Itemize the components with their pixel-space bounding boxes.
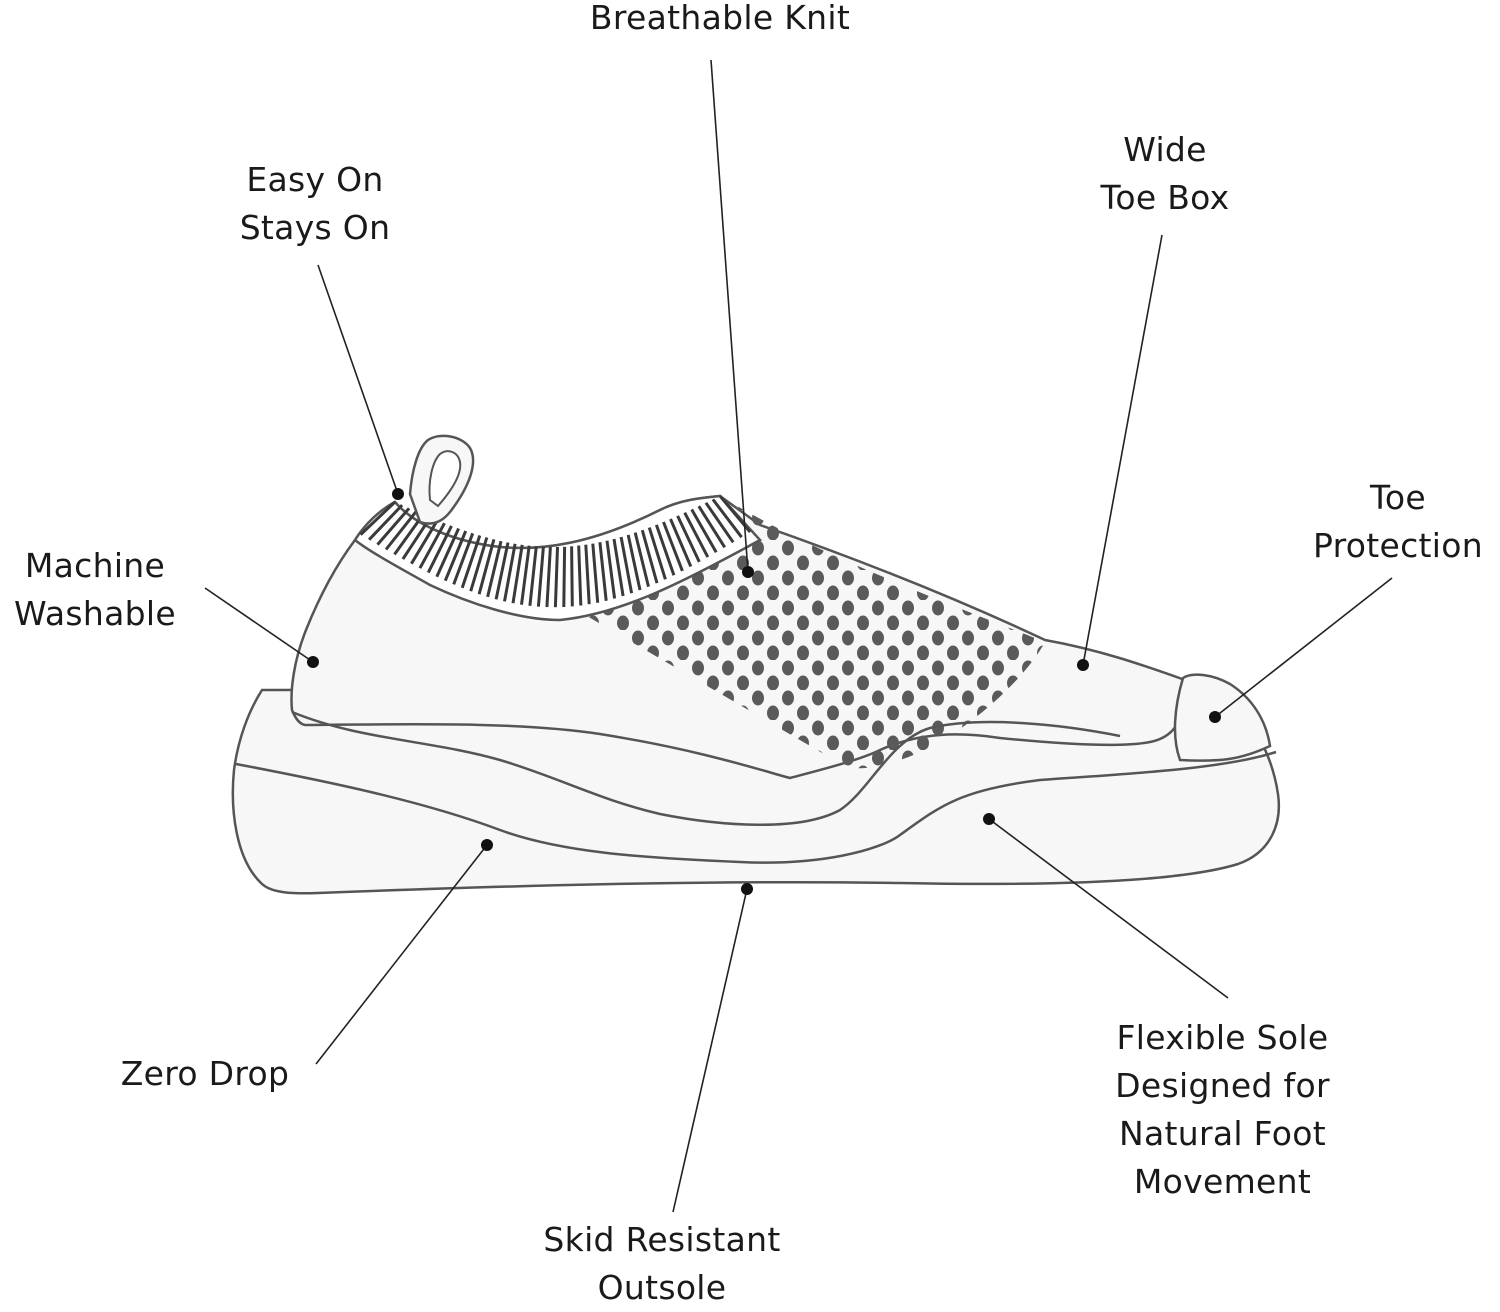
collar-rib [486,540,503,598]
collar-rib [553,546,559,608]
collar-rib [511,544,524,604]
leader-wide-toe-box [1082,234,1163,666]
label-line: Protection [1313,526,1483,565]
collar-rib [536,546,545,607]
heel-pull-tab-loop [428,450,462,508]
leader-flexible-sole [988,818,1229,999]
dot-zero-drop [481,839,493,851]
collar-rib [676,515,701,563]
collar-rib [545,546,552,608]
label-line: Toe [1370,478,1426,517]
collar-rib [669,518,693,568]
label-machine-washable: Machine Washable [0,542,190,638]
collar-rib [662,521,684,572]
collar-rib [410,519,439,565]
label-line: Toe Box [1100,178,1230,217]
collar-rib [359,500,397,536]
dot-breathable-knit [742,566,754,578]
label-line: Stays On [239,208,391,247]
collar-rib [711,498,743,539]
label-zero-drop: Zero Drop [100,1050,310,1098]
label-line: Natural Foot [1119,1114,1326,1153]
dot-flexible-sole [983,813,995,825]
leader-dots [307,488,1221,895]
collar-rib [426,525,453,574]
collar-rib [384,510,418,551]
collar-rib [654,524,676,576]
leader-breathable-knit [710,59,749,573]
label-line: Skid Resistant [543,1220,781,1259]
leader-zero-drop [315,844,488,1065]
leader-easy-on [317,264,399,495]
collar-rib [584,544,591,605]
collar-rib [577,545,583,606]
midsole-line [235,750,1277,864]
label-line: Designed for [1115,1066,1330,1105]
collar-rib [452,532,475,585]
leader-toe-protection [1214,577,1393,718]
leader-skid-resistant [672,888,748,1213]
dot-toe-protection [1209,711,1221,723]
dot-machine-washable [307,656,319,668]
label-line: Washable [14,594,176,633]
collar-rib [460,535,482,589]
label-line: Easy On [246,160,384,199]
dot-easy-on [392,488,404,500]
label-line: Breathable Knit [589,0,851,37]
collar-rib [469,537,489,592]
collar-rib [494,542,510,600]
dot-skid-resistant [741,883,753,895]
dot-wide-toe-box [1077,659,1089,671]
label-line: Movement [1133,1162,1312,1201]
label-line: Zero Drop [120,1054,290,1093]
collar-rib [418,522,446,569]
collar-rib [368,504,404,541]
collar-rib [503,543,517,602]
collar-rib [704,501,735,544]
collar-rib [683,512,710,558]
collar-rib [626,534,642,591]
leader-machine-washable [204,587,314,663]
label-wide-toe-box: Wide Toe Box [1050,126,1280,222]
toe-cap [1173,673,1272,762]
leader-lines [204,59,1393,1213]
collar-ribs [359,495,752,608]
collar-rib [647,527,667,580]
label-line: Wide [1123,130,1207,169]
collar-rib [598,542,608,601]
label-toe-protection: Toe Protection [1298,474,1498,570]
collar-rib [443,530,468,582]
label-breathable-knit: Breathable Knit [560,0,880,42]
collar-rib [435,527,460,578]
collar-rib [640,529,659,584]
collar-rib [605,540,617,599]
label-easy-on-stays-on: Easy On Stays On [195,156,435,252]
label-skid-resistant-outsole: Skid Resistant Outsole [512,1216,812,1312]
collar-rib [376,507,411,546]
collar-rib [528,546,538,606]
collar-rib [477,539,496,595]
footbed-line [291,710,1121,826]
collar-rib [562,546,567,608]
collar-rib [520,545,531,605]
collar-rib [690,508,718,554]
label-line: Machine [24,546,166,585]
collar-rib [697,505,726,549]
collar-rib [570,546,574,607]
collar-rib [591,543,600,603]
label-line: Flexible Sole [1116,1018,1329,1057]
label-line: Outsole [597,1268,727,1307]
collar-rib [612,538,625,597]
label-flexible-sole: Flexible Sole Designed for Natural Foot … [1090,1014,1355,1206]
collar-rib [633,532,650,588]
collar-rib [619,536,634,594]
